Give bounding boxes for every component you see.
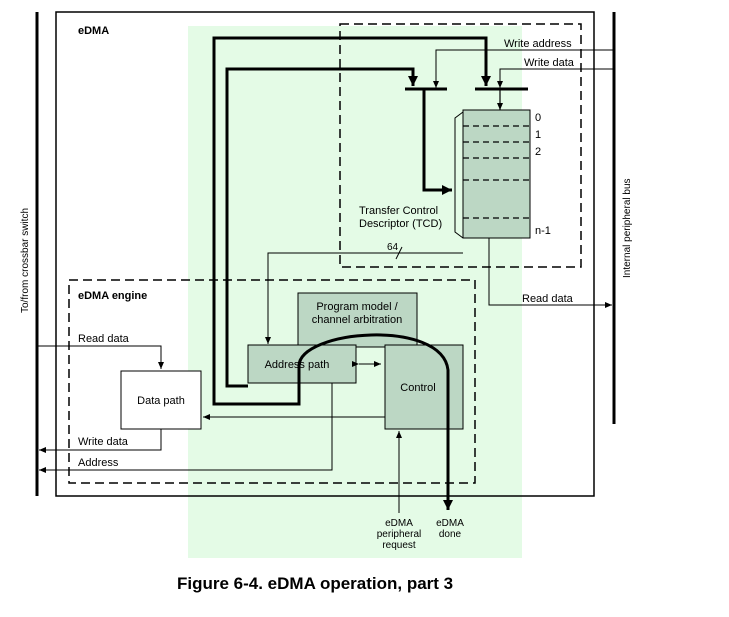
write-data-left-label: Write data: [78, 436, 129, 448]
tcd-row-2: 2: [535, 146, 541, 158]
program-model-label-1: Program model /: [316, 301, 398, 313]
write-address-line: [433, 49, 614, 88]
tcd-label-1: Transfer Control: [359, 205, 438, 217]
tcd-row-last: n-1: [535, 225, 551, 237]
internal-bus-label: Internal peripheral bus: [622, 178, 633, 278]
tcd-row-1: 1: [535, 129, 541, 141]
tcd-read-data-line: [488, 238, 612, 308]
write-data-left-line: [39, 429, 162, 453]
tcd-row-dividers: [463, 125, 530, 219]
tcd-to-address-line: [265, 252, 463, 344]
tcd-bracket: [454, 111, 464, 239]
read-data-right-label: Read data: [522, 293, 574, 305]
mux-to-tcd-bus: [422, 89, 452, 195]
data-path-label: Data path: [137, 395, 185, 407]
crossbar-label: To/from crossbar switch: [20, 208, 31, 313]
address-path-label: Address path: [265, 359, 330, 371]
read-data-left-label: Read data: [78, 333, 130, 345]
highlight-region: [188, 26, 522, 558]
peripheral-request-label-1: eDMA: [385, 518, 413, 529]
read-data-left-line: [37, 345, 164, 369]
tcd-region: [339, 23, 582, 268]
bus-width-label: 64: [387, 242, 399, 253]
tcd-block: [462, 109, 531, 239]
peripheral-request-label-2: peripheral: [377, 529, 421, 540]
write-data-top-label: Write data: [524, 57, 575, 69]
address-feedback-bus-inner: [225, 67, 418, 388]
bus-width-slash: [395, 246, 403, 260]
write-data-top-line: [497, 68, 614, 88]
edma-title: eDMA: [78, 25, 109, 37]
edma-outer-box: [55, 11, 595, 497]
control-block: [384, 344, 464, 430]
tcd-row-0: 0: [535, 112, 541, 124]
address-left-label: Address: [78, 457, 119, 469]
program-model-label-2: channel arbitration: [312, 314, 403, 326]
edma-done-label-2: done: [439, 529, 462, 540]
edma-done-bus: [297, 333, 453, 510]
engine-region: [68, 279, 476, 484]
write-address-label: Write address: [504, 38, 572, 50]
data-path-block: [120, 370, 202, 430]
edma-done-label-1: eDMA: [436, 518, 464, 529]
tcd-label-2: Descriptor (TCD): [359, 218, 442, 230]
figure-caption: Figure 6-4. eDMA operation, part 3: [177, 574, 453, 593]
address-left-line: [39, 383, 333, 473]
address-feedback-bus-outer: [212, 36, 491, 406]
address-path-block: [247, 344, 357, 384]
control-label: Control: [400, 382, 435, 394]
peripheral-request-label-3: request: [382, 540, 416, 551]
engine-title: eDMA engine: [78, 290, 147, 302]
program-model-block: [297, 292, 418, 348]
